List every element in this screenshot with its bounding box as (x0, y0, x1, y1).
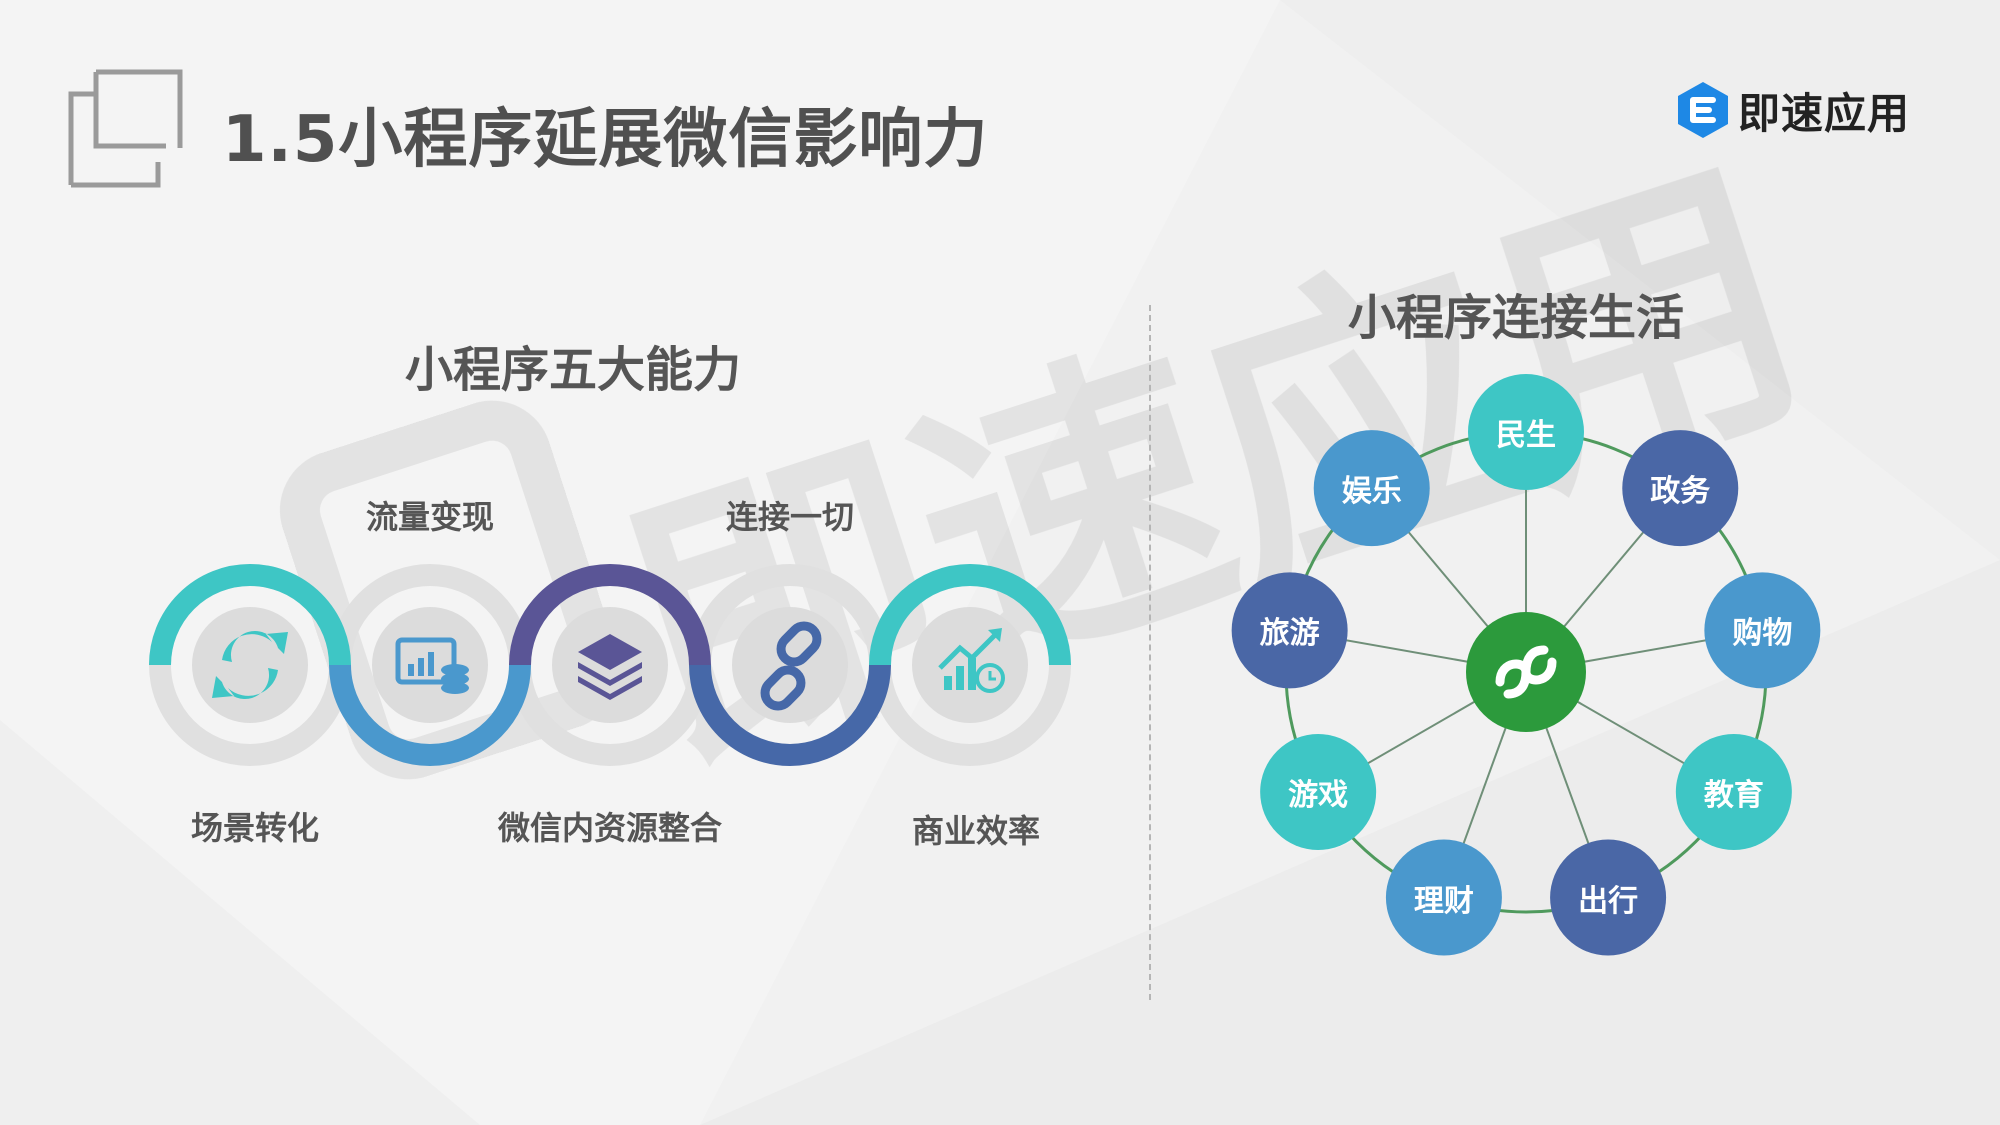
capability-label-5: 商业效率 (911, 812, 1041, 850)
life-node-label: 理财 (1413, 883, 1474, 919)
life-node-circle (1550, 839, 1667, 956)
chart-coins-icon (395, 637, 469, 694)
life-node-circle (1622, 430, 1739, 547)
life-node-label: 旅游 (1259, 616, 1320, 652)
life-node-label: 政务 (1650, 474, 1711, 510)
mini-program-icon (1466, 612, 1586, 732)
wave-arc-3 (509, 564, 711, 666)
life-connection-diagram (1231, 374, 1821, 956)
wave-arc-4 (689, 664, 891, 766)
life-node-circle (1468, 374, 1584, 490)
life-node-label: 出行 (1578, 883, 1639, 919)
life-node-circle (1313, 430, 1430, 547)
wave-arc-5 (869, 564, 1071, 666)
life-node-label: 购物 (1732, 616, 1793, 652)
wave-arc-1 (149, 564, 351, 666)
life-node-circle (1704, 572, 1821, 689)
capabilities-chain (149, 564, 1071, 766)
growth-chart-icon (938, 628, 1005, 693)
life-node-label: 游戏 (1288, 778, 1349, 813)
capability-label-4: 连接一切 (725, 498, 855, 536)
page-title: 1.5小程序延展微信影响力 (222, 103, 989, 177)
life-node-label: 民生 (1496, 418, 1556, 453)
capability-label-2: 流量变现 (365, 498, 495, 536)
life-node-label: 教育 (1703, 778, 1764, 813)
life-node-circle (1385, 839, 1502, 956)
life-node-label: 娱乐 (1341, 474, 1402, 510)
brand-name: 即速应用 (1738, 88, 1911, 138)
brand-logo: 即速应用 (1676, 80, 1910, 140)
capability-label-1: 场景转化 (190, 809, 320, 847)
section-divider (1149, 305, 1151, 1000)
link-icon (760, 621, 822, 711)
wave-arc-2 (329, 664, 531, 766)
e-hexagon-logo-icon (1678, 82, 1728, 138)
title-bracket-decoration (68, 69, 183, 188)
life-node-circle (1675, 734, 1792, 850)
refresh-arrows-icon (212, 630, 288, 700)
life-node-circle (1231, 572, 1348, 689)
capability-label-3: 微信内资源整合 (497, 809, 723, 847)
life-node-circle (1260, 734, 1377, 850)
layers-icon (578, 634, 642, 700)
life-connection-title: 小程序连接生活 (1348, 290, 1685, 346)
capabilities-title: 小程序五大能力 (405, 342, 742, 398)
